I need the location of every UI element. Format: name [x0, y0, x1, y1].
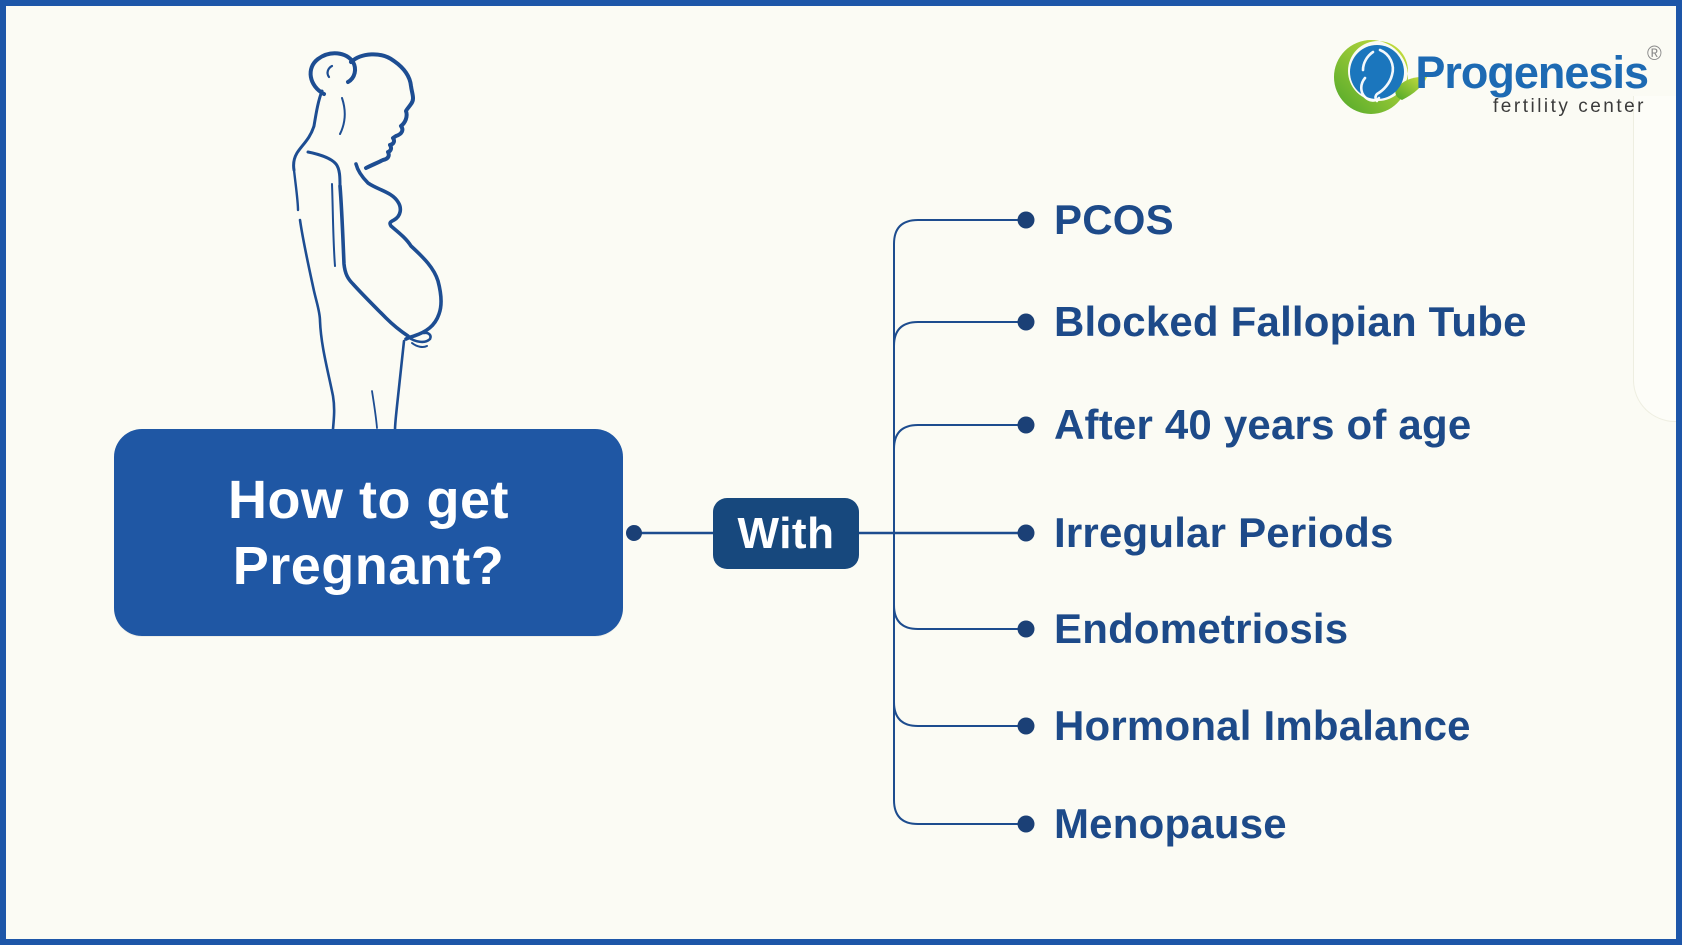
list-item-endometriosis: Endometriosis [1054, 605, 1349, 652]
topic-line-2: Pregnant? [232, 535, 505, 596]
connector-node: With [713, 498, 859, 569]
brand-name: Progenesis [1415, 47, 1649, 98]
list-item-irregular-periods: Irregular Periods [1054, 509, 1394, 556]
list-item-after-40-years: After 40 years of age [1054, 401, 1472, 448]
list-item-menopause: Menopause [1054, 800, 1287, 847]
topic-line-1: How to get [228, 469, 509, 530]
bullet-dots [626, 211, 1035, 833]
registered-trademark-mark: ® [1647, 43, 1662, 65]
list-item-pcos: PCOS [1054, 196, 1174, 243]
right-edge-ghost-panel [1633, 96, 1676, 422]
brand-tagline: fertility center [1493, 96, 1646, 117]
pregnant-woman-line-art [292, 51, 443, 432]
list-item-blocked-fallopian-tube: Blocked Fallopian Tube [1054, 298, 1527, 345]
main-topic-node: How to get Pregnant? [114, 429, 623, 636]
list-item-hormonal-imbalance: Hormonal Imbalance [1054, 702, 1471, 749]
mindmap-connector-lines [626, 211, 1035, 833]
progenesis-crescent-leaf-faces-icon [1333, 39, 1427, 114]
